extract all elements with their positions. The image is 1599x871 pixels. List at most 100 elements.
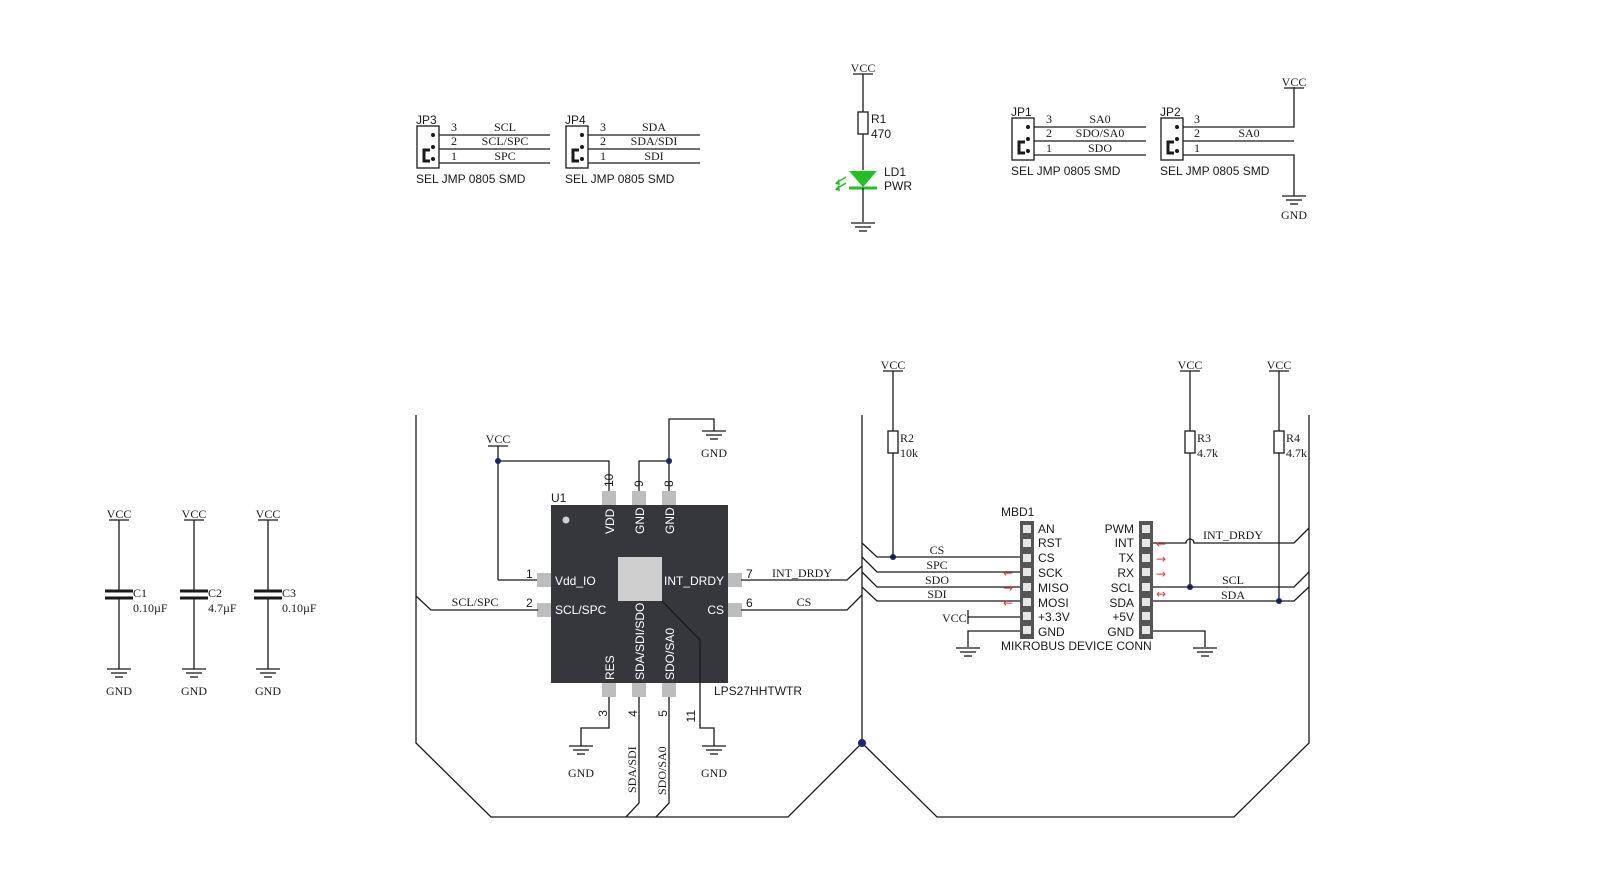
u1-pad-8: [662, 491, 676, 505]
jp3-pin-3: 3: [451, 120, 457, 134]
jp3-pin-1: 1: [451, 149, 457, 163]
u1-pin-2-num: 2: [526, 596, 533, 610]
mikrobus-pin-an: AN: [1038, 522, 1055, 536]
mikrobus-ref: MBD1: [1001, 505, 1035, 519]
u1-pin-cs-name: CS: [707, 603, 724, 617]
jp2-pin-3: 3: [1194, 112, 1200, 126]
c3-vcc-label: VCC: [256, 507, 281, 521]
mikrobus-arrow-mosi: ←: [1003, 596, 1013, 610]
jp1-pin1-dot: [1026, 149, 1030, 153]
jp3-net-3: SCL: [494, 120, 516, 134]
jp1-pin-2: 2: [1046, 126, 1052, 140]
jp1-bridge: [1017, 140, 1025, 155]
jp4-net-3: SDA: [642, 120, 666, 134]
mikrobus-pin-sck: SCK: [1038, 566, 1063, 580]
r4-body: [1273, 430, 1285, 454]
u1-vcc-label: VCC: [486, 432, 511, 446]
mikrobus-pin-mosi: MOSI: [1038, 596, 1069, 610]
mikrobus-right-pin-5: [1142, 583, 1150, 591]
jp2-pin-2: 2: [1194, 126, 1200, 140]
mikrobus-pin-int: INT: [1115, 536, 1135, 550]
led-arrowhead-1: [835, 179, 840, 185]
jp1-net-3: SA0: [1089, 112, 1110, 126]
jp1-pin3-dot: [1026, 125, 1030, 129]
u1-pin3-ground-symbol: [569, 745, 593, 755]
jp4-net-2: SDA/SDI: [631, 134, 678, 148]
c1-ref: C1: [133, 586, 147, 600]
right-bus-outline: [861, 415, 1310, 818]
jp1-pin-1: 1: [1046, 141, 1052, 155]
c3-ref: C3: [282, 586, 296, 600]
mikrobus-name: MIKROBUS DEVICE CONN: [1001, 639, 1152, 653]
mikrobus-right-pin-2: [1142, 539, 1150, 547]
u1-pin3-gnd-wire: [580, 697, 610, 746]
r3-value: 4.7k: [1197, 446, 1218, 460]
u1-pin-11-num: 11: [684, 710, 698, 723]
u1-ref: U1: [551, 491, 567, 505]
u1-pin5-wire: [655, 697, 670, 818]
jumper-jp4: JP4 3 2 1 SDA SDA/SDI SDI SEL JMP 0805 S…: [565, 113, 700, 186]
mikrobus-net-sdo-wire: [861, 571, 1020, 588]
u1-pin-sclspc-name: SCL/SPC: [555, 603, 607, 617]
jp4-pin-2: 2: [600, 134, 606, 148]
c3-value: 0.10µF: [282, 601, 317, 615]
jumper-jp2: JP2 3 2 1 SA0 SEL JMP 0805 SMD VCC GND: [1160, 75, 1307, 222]
jumper-jp3: JP3 3 2 1 SCL SCL/SPC SPC SEL JMP 0805 S…: [416, 113, 550, 186]
r3-vcc-label: VCC: [1178, 358, 1203, 372]
u1-pad-4: [632, 683, 646, 697]
u1-pad-7: [728, 573, 742, 587]
resistor-r2: VCC R2 10k: [881, 358, 918, 560]
u1-pin1-marker: [562, 516, 570, 524]
mikrobus-left-pin-8: [1023, 626, 1031, 634]
u1-pin-5-num: 5: [656, 710, 670, 717]
jp3-pin3-dot: [431, 133, 435, 137]
jp1-pin-3: 3: [1046, 112, 1052, 126]
mikrobus-pin-sda: SDA: [1109, 596, 1134, 610]
u1-top-gnd-label: GND: [701, 446, 727, 460]
jp3-body: [416, 125, 440, 169]
c2-ref: C2: [208, 586, 222, 600]
u1-pin-vddio-name: Vdd_IO: [555, 574, 596, 588]
c2-value: 4.7µF: [208, 601, 237, 615]
power-led-circuit: VCC R1 470 LD1 PWR: [835, 61, 912, 232]
jp2-pin2-dot: [1175, 137, 1179, 141]
ld1-value: PWR: [884, 179, 912, 193]
mikrobus-left-pin-6: [1023, 598, 1031, 606]
jp3-pin2-dot: [431, 145, 435, 149]
r4-vcc-label: VCC: [1267, 358, 1292, 372]
jp3-net-1: SPC: [494, 149, 515, 163]
left-bus-outline: [415, 415, 863, 818]
u1-pin4-wire: [625, 697, 640, 818]
u1-pin-1-num: 1: [526, 567, 533, 581]
u1-part-number: LPS27HHTWTR: [714, 684, 802, 698]
r3-ref: R3: [1197, 431, 1211, 445]
jp4-footprint: SEL JMP 0805 SMD: [565, 172, 675, 186]
mikrobus-net-cs-wire: [861, 542, 1020, 558]
r1-ref: R1: [871, 112, 887, 126]
r1-value: 470: [871, 127, 891, 141]
u1-exposed-pad: [618, 557, 662, 601]
resistor-r4: VCC R4 4.7k: [1267, 358, 1307, 604]
jp2-pin3-dot: [1175, 125, 1179, 129]
mikrobus-left-pin-2: [1023, 539, 1031, 547]
u1-pin3-gnd-label: GND: [568, 766, 594, 780]
c2-vcc-label: VCC: [182, 507, 207, 521]
c1-vcc-label: VCC: [107, 507, 132, 521]
mikrobus-pin-gnd-left: GND: [1038, 625, 1065, 639]
mikrobus-pin-rx: RX: [1117, 566, 1134, 580]
jp1-ref: JP1: [1011, 105, 1032, 119]
mikrobus-right-pin-4: [1142, 568, 1150, 576]
jumper-jp1: JP1 3 2 1 SA0 SDO/SA0 SDO SEL JMP 0805 S…: [1011, 105, 1146, 178]
jp4-pin-1: 1: [600, 149, 606, 163]
led-ld1: [849, 171, 877, 187]
jp2-wire3-to-vcc: [1183, 87, 1295, 128]
mikrobus-pin-tx: TX: [1119, 551, 1134, 565]
mikrobus-pin-scl: SCL: [1111, 581, 1135, 595]
jp3-footprint: SEL JMP 0805 SMD: [416, 172, 526, 186]
mikrobus-gnd-right-symbol: [1193, 647, 1217, 657]
jp4-pin1-dot: [580, 157, 584, 161]
mikrobus-arrow-int: ←: [1156, 537, 1166, 551]
mikrobus-vcc-label: VCC: [942, 611, 967, 625]
c1-ground-symbol: [107, 668, 131, 678]
